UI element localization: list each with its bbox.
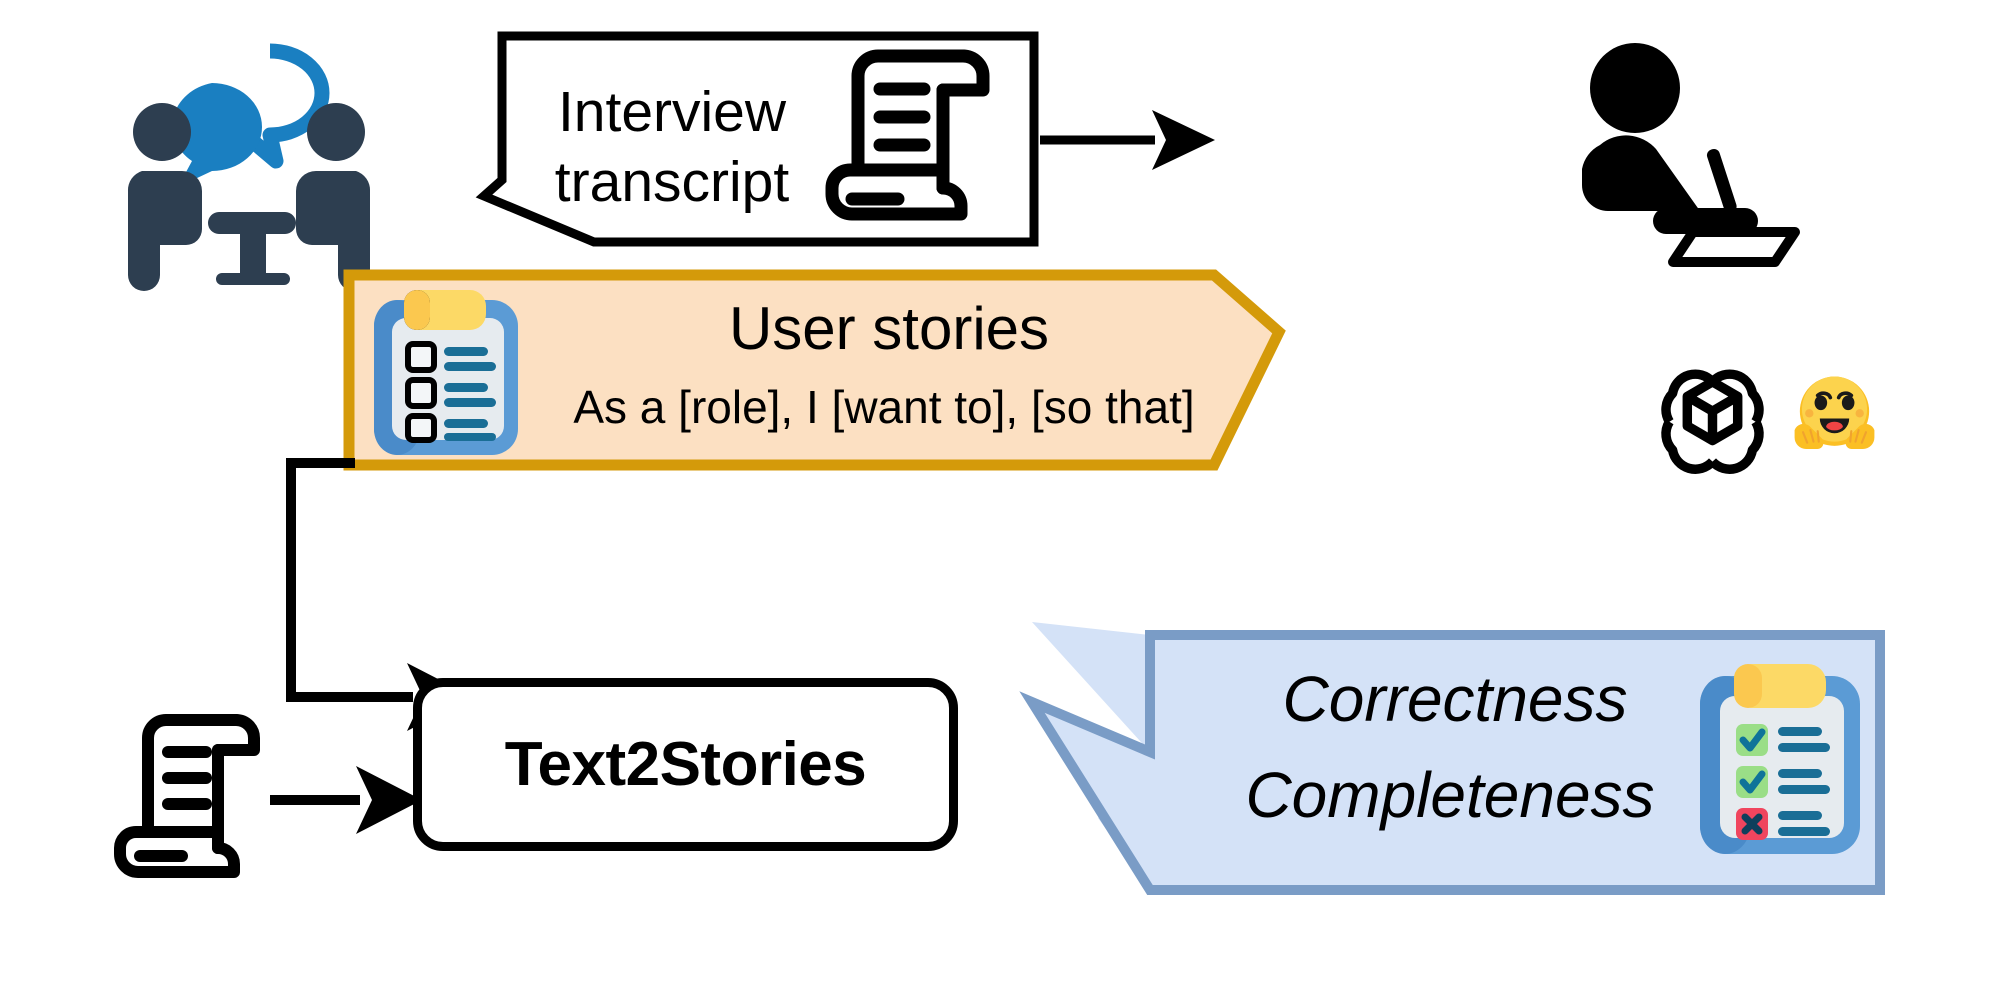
user-stories-banner: User stories As a [role], I [want to], […	[343, 269, 1286, 471]
user-story-template: As a [role], I [want to], [so that]	[573, 381, 1195, 433]
openai-logo	[1660, 365, 1765, 474]
clipboard-checkmarks-icon	[1690, 658, 1870, 863]
interview-transcript-bubble: Interview transcript	[475, 28, 1040, 250]
interview-people-icon	[120, 43, 410, 291]
transcript-line-1: Interview	[557, 80, 787, 144]
transcript-label: Interview transcript	[522, 78, 822, 217]
text2stories-label: Text2Stories	[504, 730, 867, 799]
user-stories-title: User stories	[728, 295, 1050, 362]
criterion-completeness: Completeness	[1245, 759, 1655, 831]
text2stories-box[interactable]: Text2Stories	[413, 678, 958, 851]
criterion-correctness: Correctness	[1282, 663, 1628, 735]
scroll-document-icon	[810, 44, 1000, 234]
arrow-bubble-to-writer-icon	[1040, 100, 1240, 180]
quality-criteria-panel: Correctness Completeness	[1019, 622, 1885, 895]
huggingface-logo	[1782, 365, 1887, 470]
arrow-scroll-to-text2stories-icon	[270, 760, 435, 840]
person-writing-icon	[1545, 40, 1800, 267]
clipboard-checklist-icon	[366, 286, 526, 461]
transcript-line-2: transcript	[554, 149, 790, 214]
input-scroll-icon	[110, 710, 270, 890]
